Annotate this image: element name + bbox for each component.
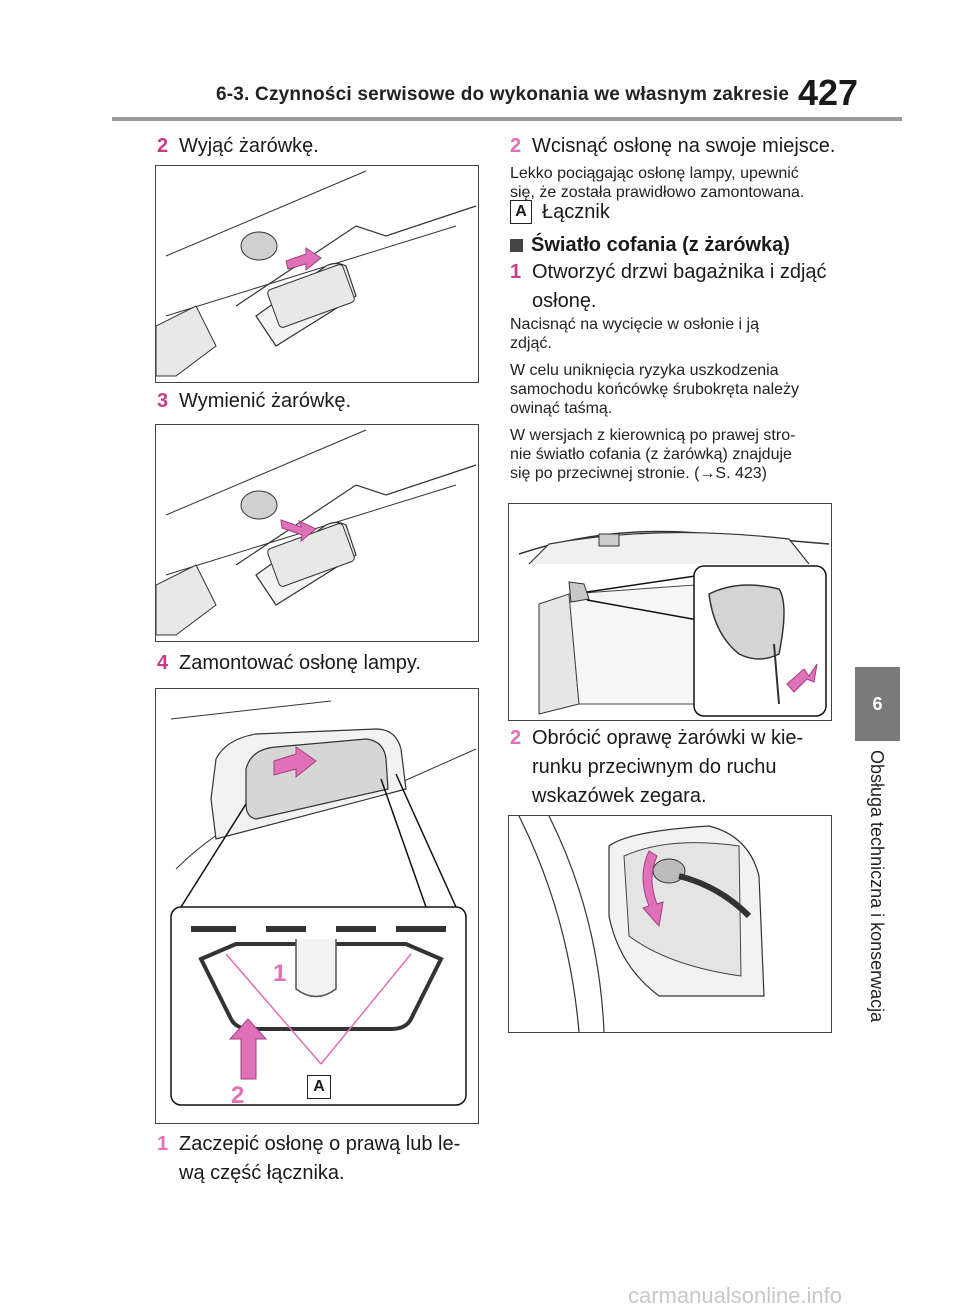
- step-number: 1: [157, 1133, 169, 1155]
- step-number: 2: [157, 135, 169, 157]
- right-step-2b: 2 Obrócić oprawę żarówki w kie- runku pr…: [510, 724, 830, 811]
- step-text-line2: runku przeciwnym do ruchu: [532, 756, 777, 778]
- note-press-cutout: Nacisnąć na wycięcie w osłonie i ją zdją…: [510, 315, 759, 353]
- step-text: Wyjąć żarówkę.: [179, 135, 319, 157]
- figure-turn-bulb-socket: [508, 815, 832, 1033]
- note-line: W wersjach z kierownicą po prawej stro-: [510, 427, 796, 444]
- section-title: Światło cofania (z żarówką): [531, 234, 790, 256]
- figure-turn-bulb-socket-drawing: [518, 816, 765, 1032]
- step-number: 4: [157, 652, 169, 674]
- left-step-1: 1 Zaczepić osłonę o prawą lub le- wą czę…: [157, 1130, 477, 1188]
- step-number: 1: [510, 261, 522, 283]
- note-line[interactable]: się po przeciwnej stronie. (→S. 423): [510, 465, 767, 482]
- watermark: carmanualsonline.info: [628, 1283, 843, 1308]
- step-text: Wymienić żarówkę.: [179, 390, 352, 412]
- step-text-line2: wą część łącznika.: [179, 1162, 345, 1184]
- figure-mount-cover: [155, 688, 479, 1124]
- note-line: owinąć taśmą.: [510, 400, 613, 417]
- figure-label-1: 1: [273, 960, 287, 987]
- connector-legend: A Łącznik: [510, 200, 610, 224]
- header-rule: [112, 117, 902, 121]
- step-text: Zamontować osłonę lampy.: [179, 652, 421, 674]
- page-number: 427: [798, 72, 859, 113]
- note-line: Nacisnąć na wycięcie w osłonie i ją: [510, 316, 759, 333]
- note-line: W celu uniknięcia ryzyka uszkodzenia: [510, 362, 779, 379]
- note-line: się, że została prawidłowo zamontowana.: [510, 184, 805, 201]
- right-step-2: 2 Wcisnąć osłonę na swoje miejsce.: [510, 132, 835, 161]
- figure-label-2: 2: [231, 1082, 245, 1109]
- figure-open-tailgate-drawing: [518, 530, 830, 717]
- note-line: nie światło cofania (z żarówką) znajduje: [510, 446, 792, 463]
- note-line: samochodu końcówkę śrubokręta należy: [510, 381, 800, 398]
- figure-label-A: A: [307, 1075, 331, 1099]
- step-text-line1: Zaczepić osłonę o prawą lub le-: [179, 1133, 461, 1155]
- section-reverse-light: Światło cofania (z żarówką): [510, 234, 790, 257]
- note-right-hand-drive: W wersjach z kierownicą po prawej stro- …: [510, 426, 795, 483]
- section-bullet-icon: [510, 239, 523, 252]
- connector-box-A: A: [510, 200, 532, 224]
- chapter-tab[interactable]: 6: [855, 667, 900, 741]
- left-step-3: 3 Wymienić żarówkę.: [157, 387, 351, 416]
- note-tape-screwdriver: W celu uniknięcia ryzyka uszkodzenia sam…: [510, 361, 799, 418]
- step-text-line1: Otworzyć drzwi bagażnika i zdjąć: [532, 261, 827, 283]
- note-check-cover: Lekko pociągając osłonę lampy, upewnić s…: [510, 164, 804, 202]
- figure-replace-bulb-drawing: [156, 429, 477, 636]
- step-text-line3: wskazówek zegara.: [532, 785, 707, 807]
- step-number: 2: [510, 135, 522, 157]
- chapter-side-title: Obsługa techniczna i konserwacja: [855, 750, 900, 1050]
- figure-remove-bulb-drawing: [156, 170, 477, 377]
- figure-remove-bulb: [155, 165, 479, 383]
- left-step-2: 2 Wyjąć żarówkę.: [157, 132, 319, 161]
- step-text-line2: osłonę.: [532, 290, 597, 312]
- section-header-title: 6-3. Czynności serwisowe do wykonania we…: [216, 84, 790, 105]
- note-line: zdjąć.: [510, 335, 552, 352]
- figure-mount-cover-drawing: [170, 700, 477, 1106]
- figure-replace-bulb: [155, 424, 479, 642]
- left-step-4: 4 Zamontować osłonę lampy.: [157, 649, 421, 678]
- step-text: Wcisnąć osłonę na swoje miejsce.: [532, 135, 836, 157]
- connector-text: Łącznik: [542, 200, 610, 223]
- note-line: Lekko pociągając osłonę lampy, upewnić: [510, 165, 799, 182]
- step-number: 3: [157, 390, 169, 412]
- chapter-side-title-text: Obsługa techniczna i konserwacja: [867, 750, 887, 1023]
- step-number: 2: [510, 727, 522, 749]
- step-text-line1: Obrócić oprawę żarówki w kie-: [532, 727, 804, 749]
- figure-open-tailgate: [508, 503, 832, 721]
- right-step-1: 1 Otworzyć drzwi bagażnika i zdjąć osłon…: [510, 258, 840, 316]
